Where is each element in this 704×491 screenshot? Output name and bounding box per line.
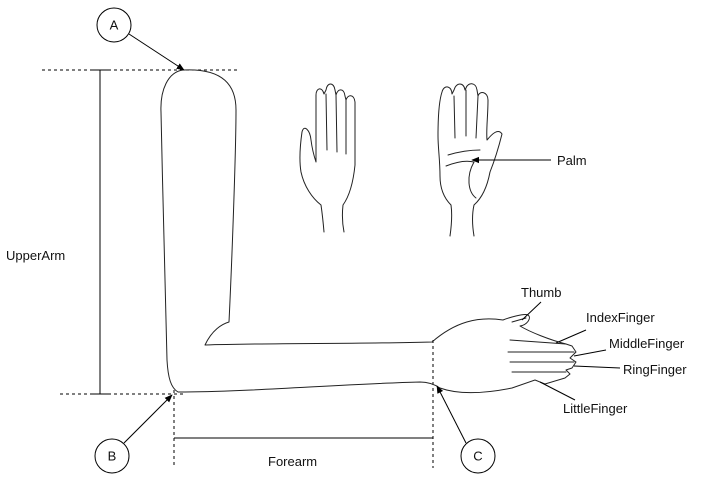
ring-finger-label: RingFinger [623, 362, 687, 377]
marker-c-arrow [437, 386, 466, 443]
middle-finger-leader-line [574, 350, 606, 356]
index-finger-leader-line [556, 330, 586, 343]
marker-b-label: B [108, 449, 117, 464]
arm-outline [161, 70, 576, 393]
ring-finger-leader-line [574, 366, 620, 368]
marker-b: B [95, 439, 129, 473]
little-finger-label: LittleFinger [563, 401, 628, 416]
marker-c: C [461, 439, 495, 473]
thumb-leader-line [522, 302, 541, 320]
marker-a: A [97, 8, 131, 42]
little-finger-leader-line [540, 382, 575, 400]
marker-b-arrow [124, 395, 172, 443]
marker-c-label: C [473, 449, 482, 464]
index-finger-label: IndexFinger [586, 310, 655, 325]
forearm-label: Forearm [268, 454, 317, 469]
middle-finger-label: MiddleFinger [609, 336, 685, 351]
marker-a-label: A [110, 18, 119, 33]
hand-back-illustration [300, 84, 355, 232]
upper-arm-label: UpperArm [6, 248, 65, 263]
thumb-label: Thumb [521, 285, 561, 300]
marker-a-arrow [129, 34, 184, 70]
palm-label: Palm [557, 153, 587, 168]
